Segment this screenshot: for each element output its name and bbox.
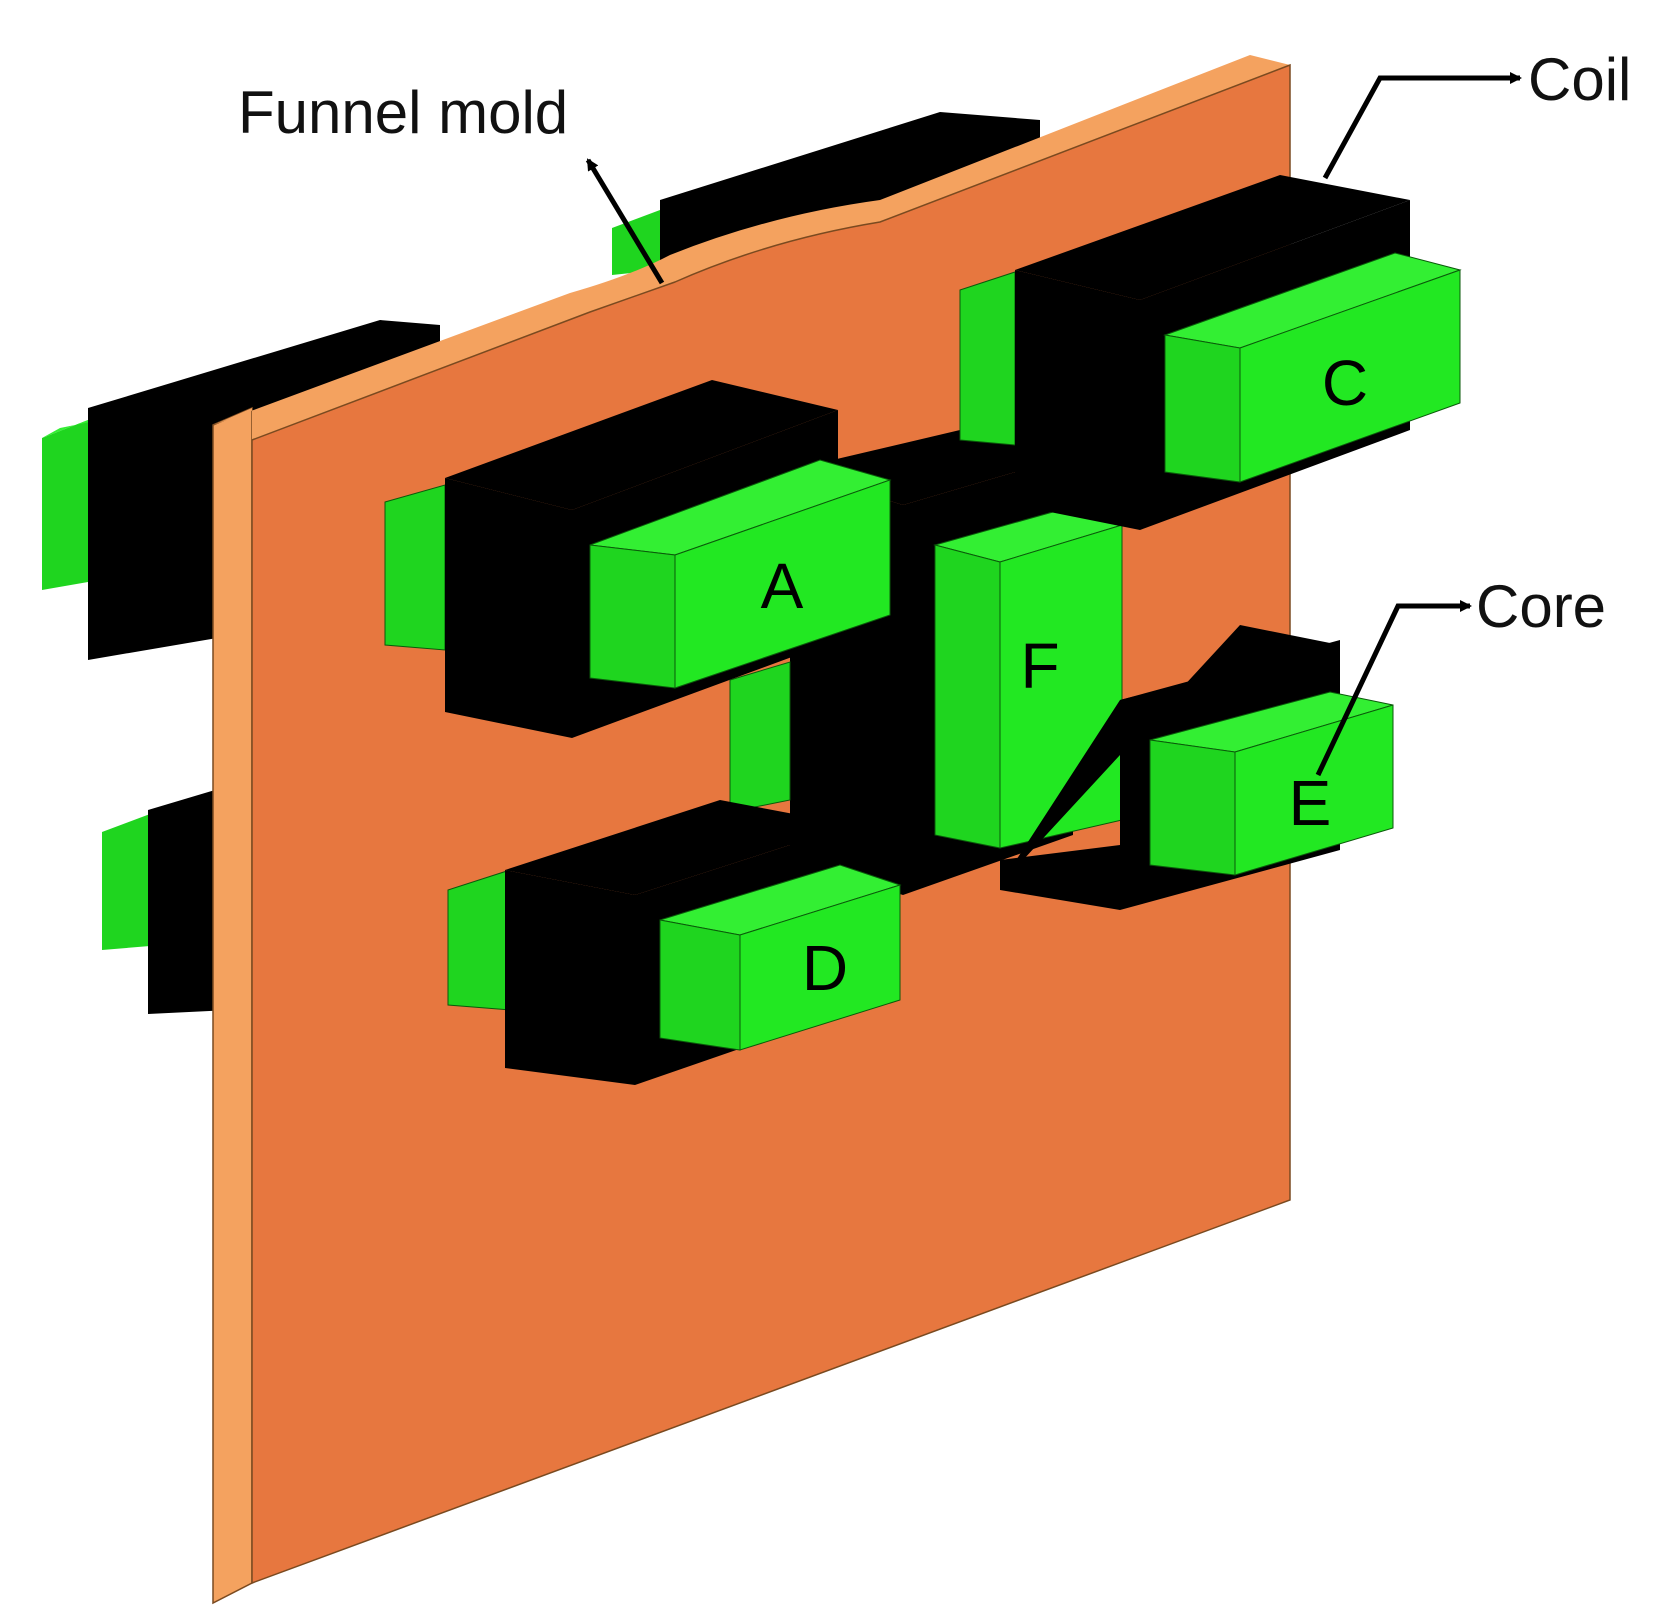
funnel-mold-callout: Funnel mold (238, 79, 665, 285)
module-a-coil-top (445, 380, 838, 510)
module-d-core-back-upper (729, 661, 791, 813)
coil-label: Coil (1528, 46, 1631, 113)
module-d-core-front (739, 884, 901, 1051)
module-a-core-front (674, 479, 891, 689)
module-d-coil-top (505, 800, 852, 895)
module-c-label: C (1322, 347, 1368, 419)
module-f-core-left (934, 544, 1001, 849)
core-arrow (1315, 600, 1472, 777)
plate-edge (212, 406, 253, 1605)
module-a-label: A (761, 550, 804, 622)
coil-callout: Coil (1322, 46, 1631, 180)
module-a-core-left (589, 544, 676, 689)
funnel-mold-label: Funnel mold (238, 79, 568, 146)
back-core-left-face (42, 420, 88, 590)
module-d-coil-front (505, 870, 635, 1085)
module-a-core-back (384, 484, 446, 651)
module-e-core-left (1149, 739, 1236, 876)
module-c-core-left (1164, 334, 1241, 483)
module-d-core-left (659, 919, 741, 1051)
module-c: C (959, 175, 1462, 530)
module-c-coil-top (1015, 175, 1410, 300)
core-callout: Core (1315, 573, 1606, 777)
module-d: D (447, 800, 902, 1085)
module-c-coil-front (1015, 270, 1140, 530)
module-f-label: F (1020, 630, 1059, 702)
back-core-lower-left (102, 814, 150, 950)
module-c-core-back (959, 271, 1016, 446)
plate-top-edge (213, 55, 1290, 440)
coil-arrow (1322, 72, 1522, 180)
module-e: E (1000, 625, 1394, 910)
module-d-core-back (447, 869, 511, 1011)
back-module-lower-left (102, 790, 230, 1014)
funnel-mold-arrow (585, 158, 665, 285)
module-e-core-front (1234, 704, 1394, 876)
back-coil-lower-left (148, 790, 230, 1014)
core-label: Core (1476, 573, 1606, 640)
module-c-core-front (1239, 269, 1461, 483)
module-a-coil-front (445, 478, 572, 738)
module-d-label: D (802, 932, 848, 1004)
module-e-label: E (1289, 767, 1332, 839)
module-a: A (384, 380, 892, 738)
